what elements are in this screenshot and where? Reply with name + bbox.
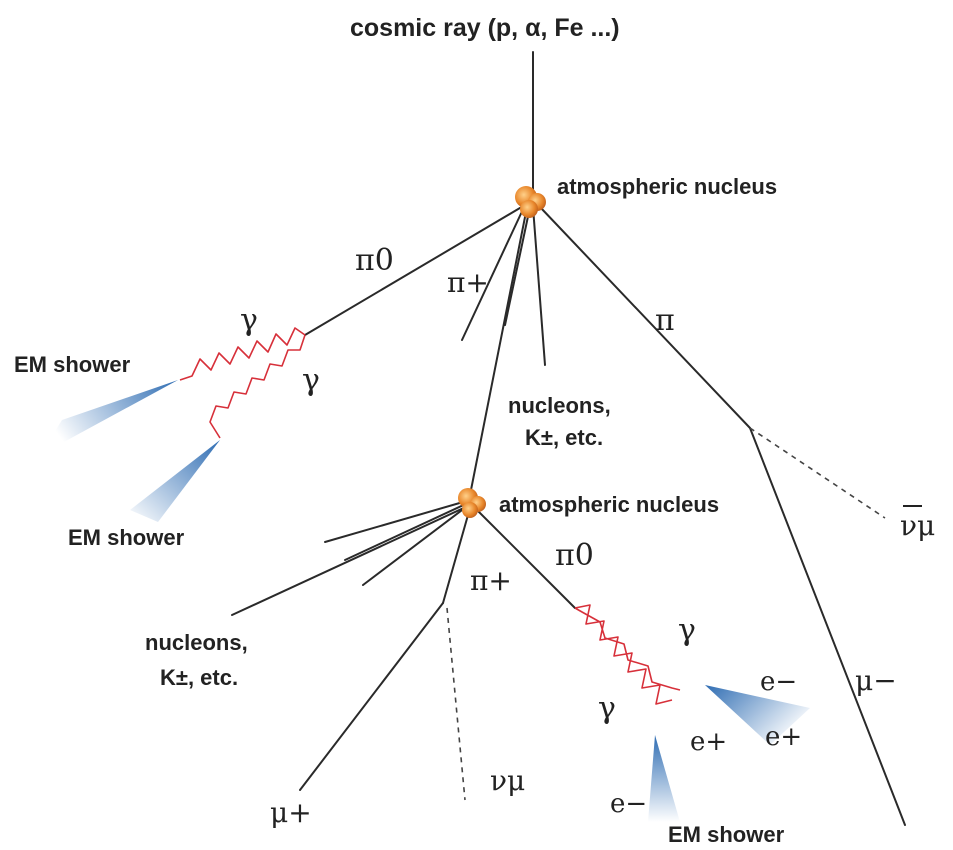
photon-4 [574,607,681,691]
pi-plus-track-2 [442,507,471,604]
track-to-second-nucleus [469,206,528,496]
e-minus-label-2: e− [610,789,647,819]
photon-1 [179,327,306,381]
mu-plus-track [299,602,444,791]
hadron-track-c [324,499,471,543]
nu-mu-track [446,607,466,801]
pi0-label-2: π0 [555,538,594,573]
nucleus-2-label: atmospheric nucleus [499,492,719,517]
photon-2 [209,334,306,439]
mu-minus-label: μ− [855,664,897,697]
pi-plus-label-2: π+ [470,564,512,597]
hadron-track-a [504,206,531,326]
gamma-label-2: γ [302,363,320,398]
pi-plus-label-1: π+ [447,266,489,299]
primary-label: cosmic ray (p, α, Fe ...) [350,14,620,42]
nucleus-1 [515,186,546,218]
pi0-label-1: π0 [355,243,394,278]
mu-minus-track [749,427,906,826]
nucleons-label-1a: nucleons, [508,393,611,418]
pi0-track-1 [304,204,526,336]
pi-minus-label: π [655,303,675,338]
mu-plus-label: μ+ [270,796,312,829]
e-minus-label-1: e− [760,667,797,697]
hadron-track-e [362,503,471,586]
em-shower-cone-4 [648,735,680,822]
pi-minus-track [539,206,751,429]
nucleus-1-label: atmospheric nucleus [557,174,777,199]
em-shower-label-2: EM shower [68,525,185,550]
gamma-label-3: γ [678,613,696,648]
photon-3 [574,604,673,705]
nucleons-label-2a: nucleons, [145,630,248,655]
gamma-label-1: γ [240,303,258,338]
hadron-track-d [344,501,471,561]
em-shower-cone-1 [40,380,178,455]
nu-mu-label: νμ [490,764,525,797]
pi-plus-track-1 [461,204,526,341]
antinu-mu-track [749,427,886,519]
em-shower-cone-3 [705,685,810,745]
hadron-track-f [231,505,469,616]
nucleons-label-1b: K±, etc. [525,425,603,450]
em-shower-label-1: EM shower [14,352,131,377]
em-shower-label-3: EM shower [668,822,785,847]
nucleus-2 [458,488,486,518]
pi0-track-2 [474,507,576,609]
hadron-track-b [532,206,546,366]
e-plus-label-2: e+ [765,722,802,752]
em-shower-cone-2 [130,440,220,522]
nucleons-label-2b: K±, etc. [160,665,238,690]
e-plus-label-1: e+ [690,727,727,757]
gamma-label-4: γ [598,691,616,726]
antinu-mu-label: νμ [900,509,935,542]
